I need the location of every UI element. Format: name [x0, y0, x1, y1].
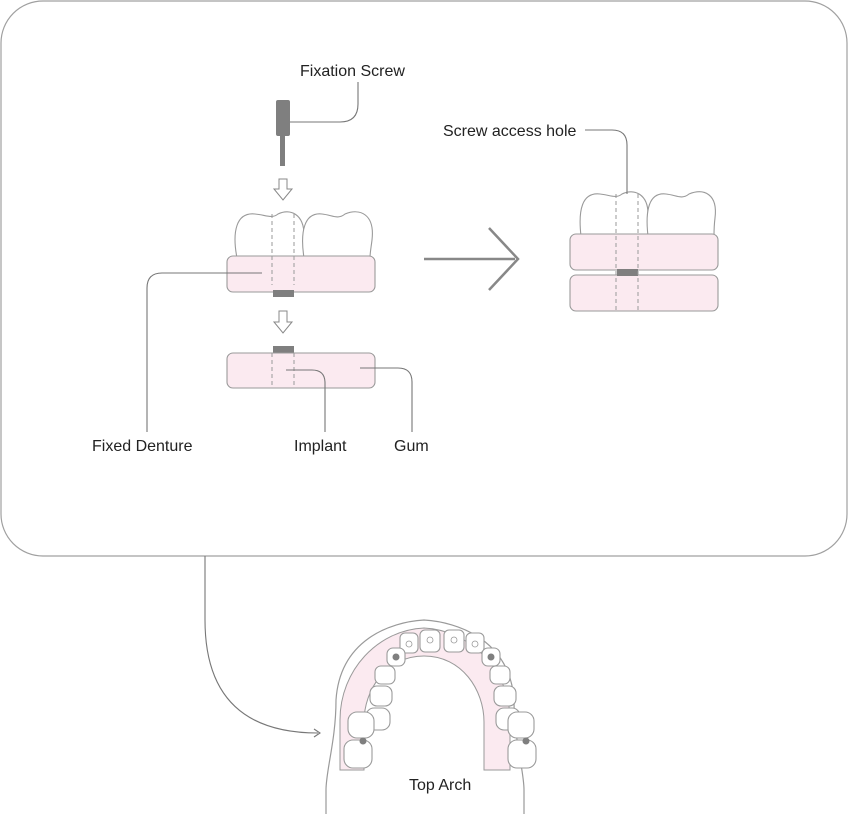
right-arrow-icon: [424, 227, 520, 291]
fixation-screw-leader: [290, 82, 359, 123]
fixation-screw-label: Fixation Screw: [300, 63, 405, 80]
gum-leader: [360, 367, 413, 432]
assembled-gum: [569, 274, 719, 312]
fixation-screw: [276, 100, 290, 166]
implant-leader: [286, 369, 326, 432]
assembled-implant-cap: [617, 269, 638, 276]
connector-arrowhead: [313, 728, 321, 738]
assembled-denture: [569, 233, 719, 271]
implant-label: Implant: [294, 438, 347, 455]
denture-teeth: [234, 211, 373, 259]
screw-access-hole-leader: [585, 129, 628, 194]
detail-panel: [0, 0, 848, 557]
top-arch-label: Top Arch: [409, 777, 471, 794]
gum-label: Gum: [394, 438, 429, 455]
panel-to-arch-connector: [204, 556, 319, 734]
screw-access-hole-label: Screw access hole: [443, 123, 576, 140]
fixed-denture: [226, 255, 376, 293]
implant-cap-top: [273, 290, 294, 297]
screw-channel: [271, 214, 295, 285]
down-arrow-icon: [272, 310, 294, 334]
implant-cap: [273, 346, 294, 353]
assembled-screw-channel: [615, 194, 639, 310]
down-arrow-icon: [272, 178, 294, 201]
fixed-denture-leader: [146, 272, 262, 432]
top-arch: [325, 619, 537, 814]
assembled-teeth: [579, 191, 716, 237]
fixed-denture-label: Fixed Denture: [92, 438, 193, 455]
